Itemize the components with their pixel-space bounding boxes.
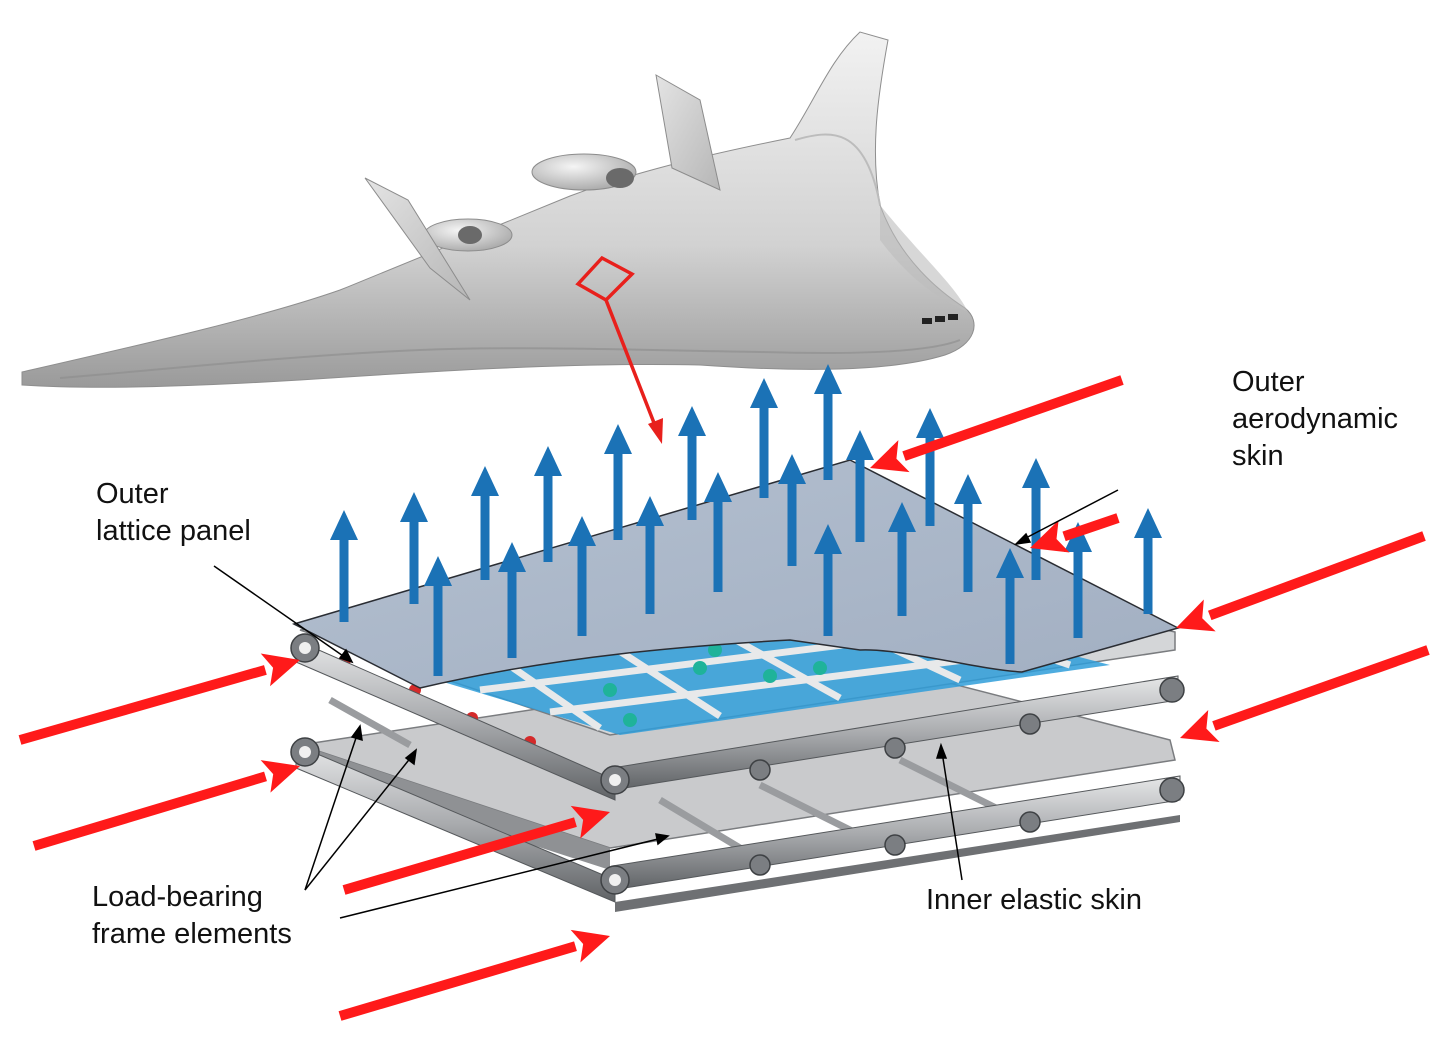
pressure-arrow-icon bbox=[750, 378, 778, 498]
aircraft-icon bbox=[21, 31, 975, 444]
callout-inner-skin bbox=[941, 751, 963, 881]
pressure-arrow-icon bbox=[498, 542, 526, 658]
callout-outer-skin bbox=[1021, 489, 1119, 541]
pressure-arrow-icon bbox=[704, 472, 732, 592]
pressure-arrow-icon bbox=[330, 510, 358, 622]
pressure-arrow-icon bbox=[814, 524, 842, 636]
label-outer-skin: Outer aerodynamic skin bbox=[1232, 364, 1398, 475]
pressure-arrow-icon bbox=[846, 430, 874, 542]
load-arrow-icon bbox=[338, 929, 610, 1021]
pressure-arrow-icon bbox=[814, 364, 842, 480]
pressure-arrow-icon bbox=[568, 516, 596, 636]
pressure-arrow-icon bbox=[1134, 508, 1162, 614]
load-arrows bbox=[18, 375, 1430, 1021]
load-arrow-icon bbox=[1180, 645, 1430, 742]
detail-marker-icon bbox=[575, 255, 635, 303]
label-lattice-panel: Outer lattice panel bbox=[96, 476, 251, 550]
pressure-arrows bbox=[330, 364, 1162, 676]
pressure-arrow-icon bbox=[604, 424, 632, 540]
pressure-arrow-icon bbox=[471, 466, 499, 580]
load-arrow-icon bbox=[32, 760, 300, 851]
load-arrow-icon bbox=[1176, 531, 1426, 632]
vertical-fin-left-icon bbox=[364, 177, 471, 301]
pressure-arrow-icon bbox=[778, 454, 806, 566]
pressure-arrow-icon bbox=[424, 556, 452, 676]
vertical-fin-right-icon bbox=[655, 74, 721, 191]
label-line: aerodynamic bbox=[1232, 403, 1399, 435]
pressure-arrow-icon bbox=[678, 406, 706, 520]
label-line: frame elements bbox=[92, 918, 292, 950]
pressure-arrow-icon bbox=[400, 492, 428, 604]
pressure-arrow-icon bbox=[636, 496, 664, 614]
load-arrow-icon bbox=[870, 375, 1124, 473]
pressure-arrow-icon bbox=[954, 474, 982, 592]
label-line: Outer bbox=[1232, 366, 1305, 398]
callout-lines bbox=[213, 489, 1119, 919]
load-arrow-icon bbox=[342, 805, 610, 895]
load-arrow-icon bbox=[1030, 513, 1120, 553]
label-inner-skin: Inner elastic skin bbox=[926, 884, 1142, 916]
load-arrow-icon bbox=[18, 653, 300, 745]
pressure-arrow-icon bbox=[996, 548, 1024, 664]
callout-frame-1 bbox=[304, 731, 359, 891]
pressure-arrow-icon bbox=[1022, 458, 1050, 580]
callout-lattice-panel bbox=[213, 565, 347, 659]
label-frame-elements: Load-bearing frame elements bbox=[92, 879, 292, 953]
pressure-arrow-icon bbox=[534, 446, 562, 562]
pressure-arrow-icon bbox=[888, 502, 916, 616]
pressure-arrow-icon bbox=[1064, 522, 1092, 638]
label-line: Outer bbox=[96, 478, 169, 510]
label-line: skin bbox=[1232, 440, 1284, 472]
label-line: lattice panel bbox=[96, 515, 251, 547]
label-line: Load-bearing bbox=[92, 881, 263, 913]
